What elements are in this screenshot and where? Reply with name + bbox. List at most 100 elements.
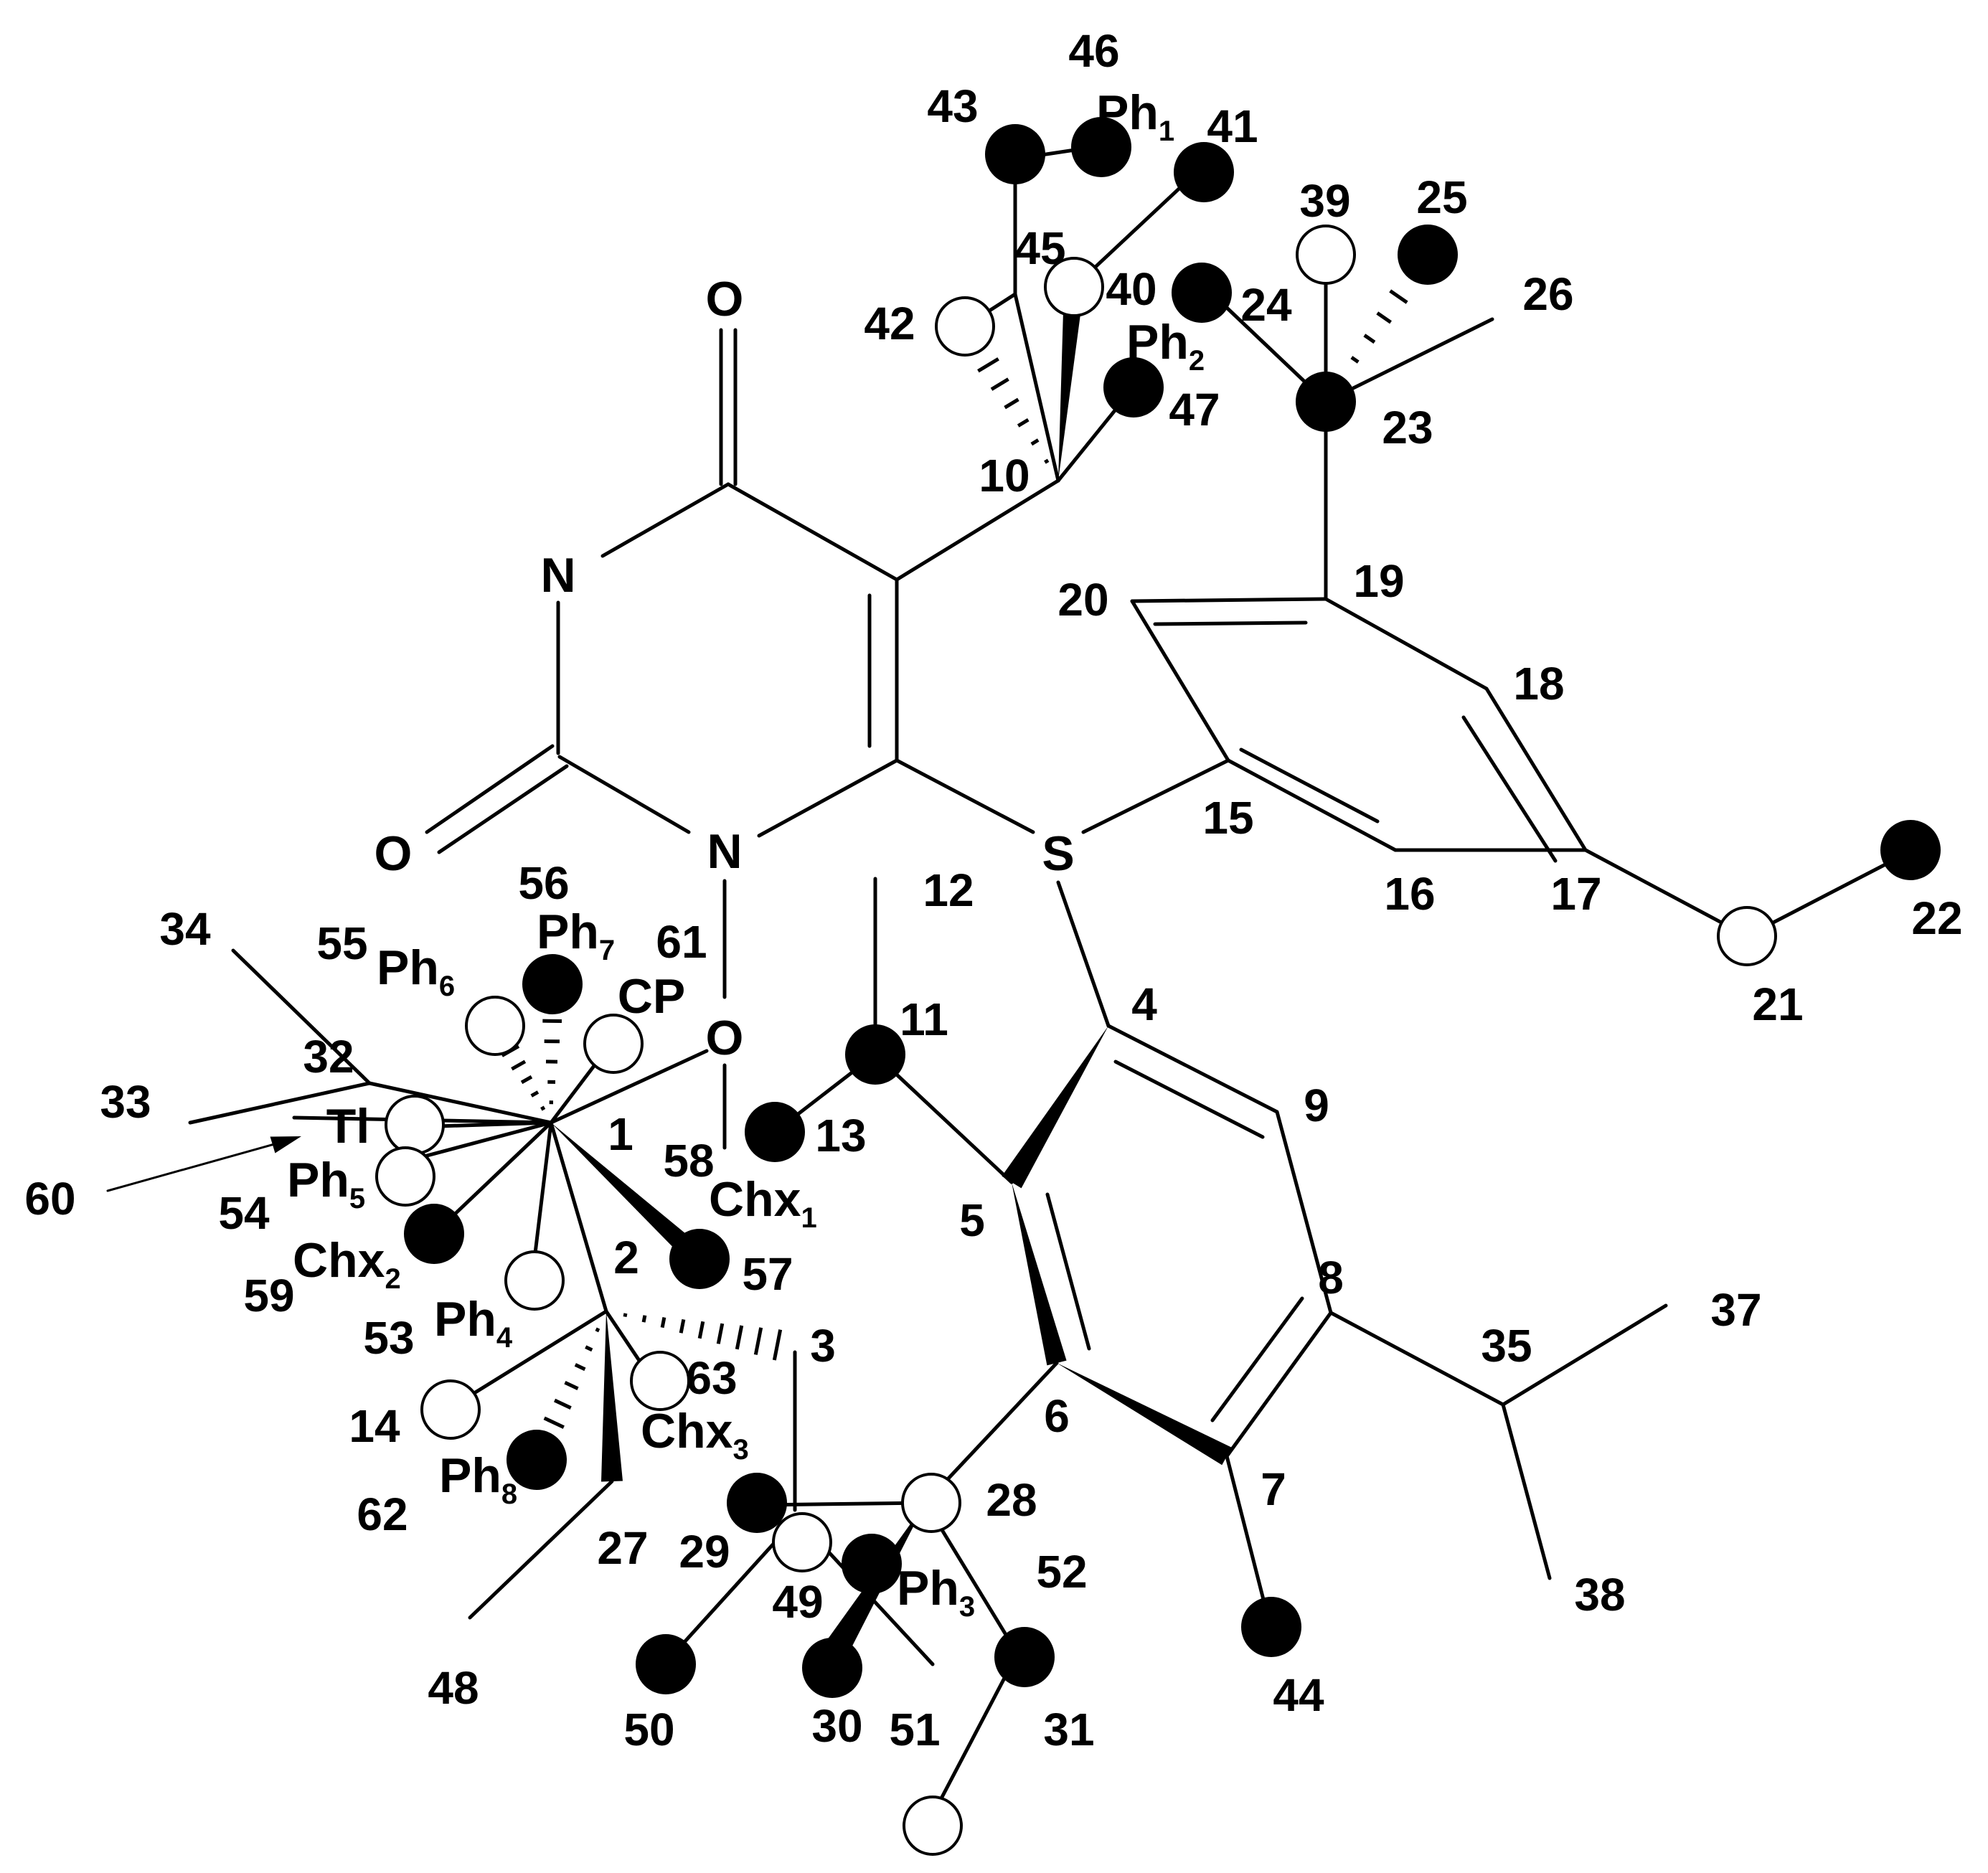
atom-number-16: 16 <box>1384 868 1435 920</box>
phenyl-8-label: Ph8 <box>439 1448 517 1510</box>
atom-number-18: 18 <box>1513 658 1564 709</box>
bond-c2-n1 <box>557 755 691 834</box>
bond-c2-o-a <box>425 744 555 834</box>
atom-number-62: 62 <box>357 1489 408 1540</box>
atom-number-58: 58 <box>663 1135 714 1186</box>
atom-number-31: 31 <box>1043 1704 1094 1755</box>
atom-number-13: 13 <box>815 1110 866 1161</box>
atom-46-filled <box>1071 117 1131 177</box>
cyclohexyl-1-label: Chx1 <box>709 1172 817 1234</box>
atom-number-8: 8 <box>1318 1252 1344 1303</box>
atom-number-17: 17 <box>1550 868 1601 920</box>
bond-c4-c9-inner <box>1113 1060 1265 1139</box>
atom-number-37: 37 <box>1710 1284 1761 1336</box>
hash-c2-c3 <box>623 1313 783 1361</box>
atom-24-filled <box>1172 263 1232 323</box>
atom-number-24: 24 <box>1240 279 1292 331</box>
atom-21-open <box>1717 906 1777 966</box>
atom-number-14: 14 <box>349 1400 400 1452</box>
atom-number-48: 48 <box>428 1662 479 1714</box>
bond-c2-o-b <box>437 764 569 854</box>
bond-c8-c35 <box>1329 1311 1505 1407</box>
atom-28-open <box>901 1473 961 1533</box>
bond-c18-c17 <box>1484 687 1588 852</box>
bond-c1-c2 <box>549 1121 608 1313</box>
atom-number-49: 49 <box>772 1576 823 1628</box>
bond-c19-c18 <box>1324 597 1489 691</box>
bond-c18-c17-inner <box>1461 715 1558 863</box>
phenyl-4-label: Ph4 <box>434 1292 513 1354</box>
atom-42-open <box>935 296 995 357</box>
hash-c23-c25 <box>1337 267 1425 384</box>
atom-23-filled <box>1296 372 1356 432</box>
atom-number-40: 40 <box>1106 263 1156 315</box>
oxygen-left-label: O <box>374 826 413 881</box>
atom-number-6: 6 <box>1044 1390 1070 1442</box>
bond-c16-c15 <box>1226 758 1398 852</box>
bond-c1-o <box>549 1049 709 1125</box>
atom-number-50: 50 <box>623 1704 674 1755</box>
bond-c4-c5 <box>726 482 899 582</box>
bond-c32-c34 <box>231 948 372 1085</box>
arrowhead-60 <box>270 1136 301 1153</box>
bond-c32-c33 <box>188 1081 372 1125</box>
atom-number-30: 30 <box>811 1700 862 1752</box>
atom-cp-open <box>583 1014 644 1074</box>
bond-c5-c10 <box>895 478 1060 582</box>
wedge-c10-c40 <box>1058 286 1084 481</box>
bond-c1-ph5 <box>414 1121 553 1161</box>
bond-c7-c8-inner <box>1210 1296 1304 1423</box>
bond-c23-c26 <box>1324 317 1494 404</box>
cp-label: CP <box>618 969 685 1024</box>
atom-number-26: 26 <box>1522 268 1573 320</box>
atom-number-20: 20 <box>1057 574 1108 626</box>
atom-number-53: 53 <box>363 1312 414 1364</box>
atom-ph8-filled <box>507 1430 567 1490</box>
bond-c2-c14 <box>457 1309 608 1405</box>
hash-c2-ph8 <box>533 1327 600 1448</box>
atom-number-11: 11 <box>900 994 948 1045</box>
atom-number-60: 60 <box>24 1173 75 1225</box>
atom-ph5-open <box>375 1146 435 1207</box>
bond-c5-c6-inner <box>1045 1192 1091 1351</box>
atom-number-1: 1 <box>608 1108 633 1160</box>
atom-number-33: 33 <box>100 1076 151 1128</box>
bond-c20-c19 <box>1130 597 1328 603</box>
bond-c5-c11 <box>873 1052 1014 1184</box>
atom-number-12: 12 <box>923 864 974 916</box>
atom-number-55: 55 <box>316 917 367 969</box>
bond-s-c4 <box>1056 880 1111 1028</box>
bond-c35-c37 <box>1501 1303 1668 1407</box>
atom-tl-open <box>385 1095 445 1155</box>
atom-number-38: 38 <box>1574 1569 1625 1620</box>
wedge-c5-c6 <box>1012 1182 1067 1366</box>
phenyl-1-label: Ph1 <box>1096 85 1174 147</box>
bond-n1-c6 <box>757 758 899 838</box>
atom-50-filled <box>636 1634 696 1694</box>
hash-c10-c42 <box>964 336 1050 464</box>
atom-chx2-filled <box>404 1204 464 1264</box>
atom-number-27: 27 <box>597 1522 648 1574</box>
atom-number-35: 35 <box>1481 1320 1532 1372</box>
atom-number-10: 10 <box>979 450 1030 501</box>
tl-label: Tl <box>326 1099 369 1153</box>
atom-ph4-open <box>504 1250 565 1311</box>
atom-number-34: 34 <box>159 903 211 955</box>
atom-number-19: 19 <box>1353 555 1404 607</box>
atom-57-filled <box>669 1229 730 1289</box>
phenyl-7-label: Ph7 <box>537 905 615 966</box>
atom-number-9: 9 <box>1304 1080 1329 1131</box>
atom-43-filled <box>985 124 1045 184</box>
atom-ph6-open <box>465 996 525 1056</box>
atom-number-23: 23 <box>1382 402 1433 453</box>
bond-c35-c38 <box>1501 1402 1552 1580</box>
atom-number-44: 44 <box>1273 1669 1324 1721</box>
atom-11-filled <box>845 1024 905 1085</box>
atom-number-28: 28 <box>986 1474 1037 1526</box>
bond-c9-c8 <box>1275 1110 1333 1315</box>
bond-c6-s <box>895 758 1035 834</box>
bond-c29-c50 <box>669 1540 777 1659</box>
atom-47-filled <box>1103 357 1164 417</box>
atom-number-2: 2 <box>613 1232 639 1283</box>
